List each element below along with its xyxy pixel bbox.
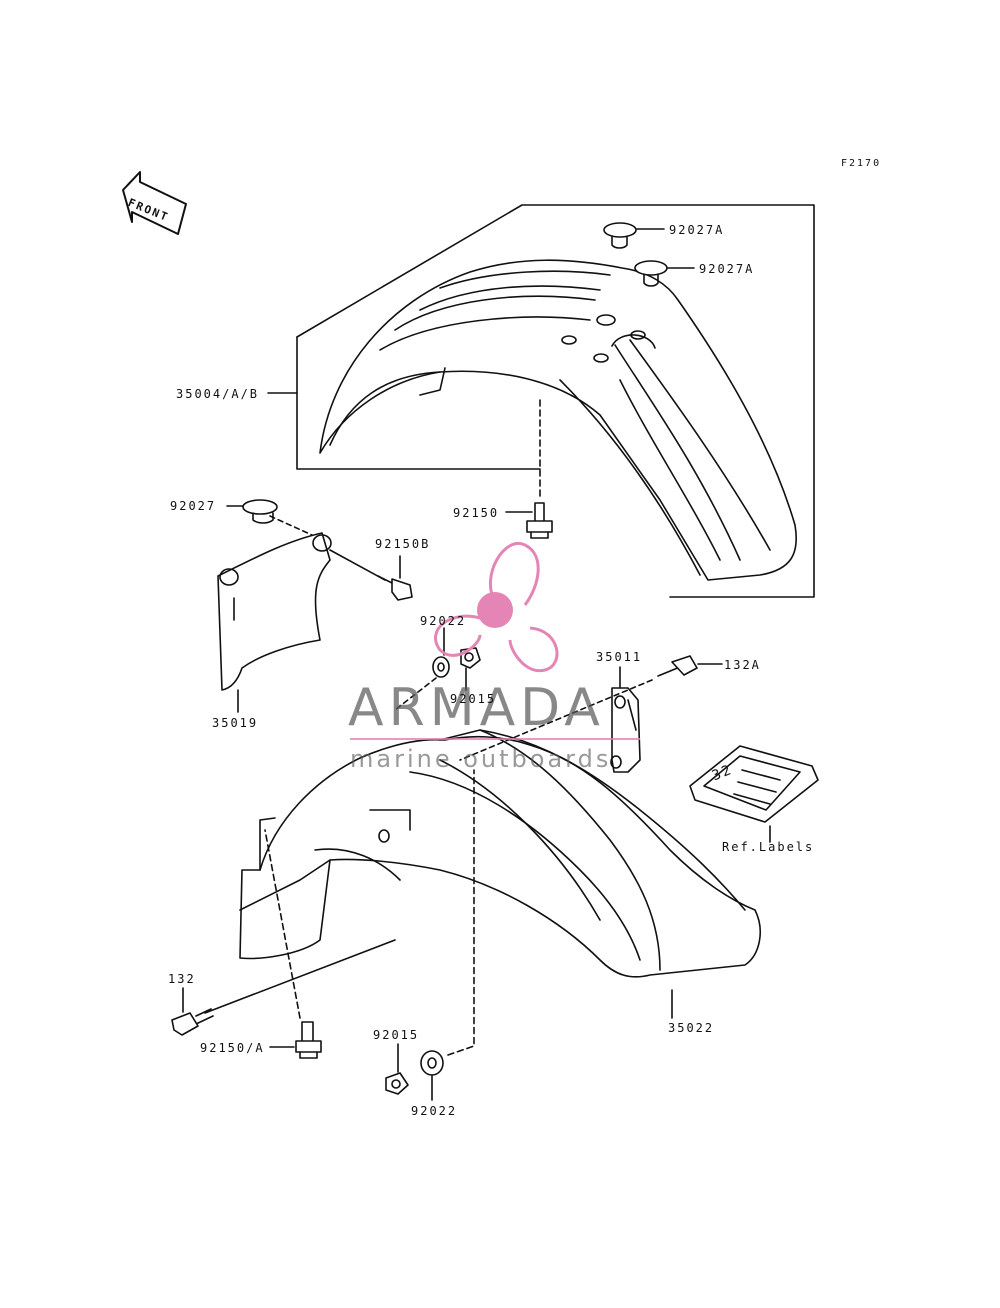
- side-cover-35019: [217, 532, 332, 691]
- part-label-132a: 132A: [724, 658, 761, 672]
- nut-92015-bottom: [385, 1072, 409, 1095]
- part-label-92150b: 92150B: [375, 537, 431, 551]
- bolt-92150a: [295, 1021, 322, 1059]
- part-label-92022-top: 92022: [420, 614, 467, 628]
- watermark-tagline: marine outboards: [350, 745, 612, 773]
- part-label-92015-top: 92015: [450, 692, 497, 706]
- watermark-brand: ARMADA: [348, 678, 605, 738]
- figure-id: F2170: [841, 158, 882, 169]
- grommet-92027a-2: [634, 260, 668, 287]
- part-label-35004: 35004/A/B: [176, 387, 260, 401]
- rear-fender-35022: [239, 729, 761, 978]
- washer-92022-bottom: [420, 1050, 444, 1076]
- front-fender: [319, 259, 797, 581]
- part-label-35019: 35019: [212, 716, 259, 730]
- bolt-132: [171, 1008, 214, 1036]
- grommet-92027: [242, 499, 278, 524]
- grommet-92027a-1: [603, 222, 637, 249]
- armada-propeller-logo: [434, 541, 559, 673]
- part-label-35022: 35022: [668, 1021, 715, 1035]
- part-label-92027: 92027: [170, 499, 217, 513]
- part-label-132: 132: [168, 972, 196, 986]
- front-fender-frame: [296, 204, 815, 598]
- front-arrow-icon: [122, 171, 187, 235]
- bolt-92150b: [329, 549, 413, 601]
- part-label-35011: 35011: [596, 650, 643, 664]
- bracket-35011: [610, 687, 641, 773]
- bolt-132a: [657, 655, 698, 677]
- washer-92022-top: [432, 656, 450, 678]
- part-label-92027a-2: 92027A: [699, 262, 755, 276]
- watermark-divider: [350, 738, 640, 740]
- part-label-92027a-1: 92027A: [669, 223, 725, 237]
- part-label-92150: 92150: [453, 506, 500, 520]
- ref-label-plate: [689, 745, 819, 823]
- part-label-ref-labels: Ref.Labels: [722, 840, 815, 854]
- bolt-92150: [526, 502, 553, 539]
- part-label-92022-bottom: 92022: [411, 1104, 458, 1118]
- part-label-92015-bottom: 92015: [373, 1028, 420, 1042]
- part-label-92150a: 92150/A: [200, 1041, 265, 1055]
